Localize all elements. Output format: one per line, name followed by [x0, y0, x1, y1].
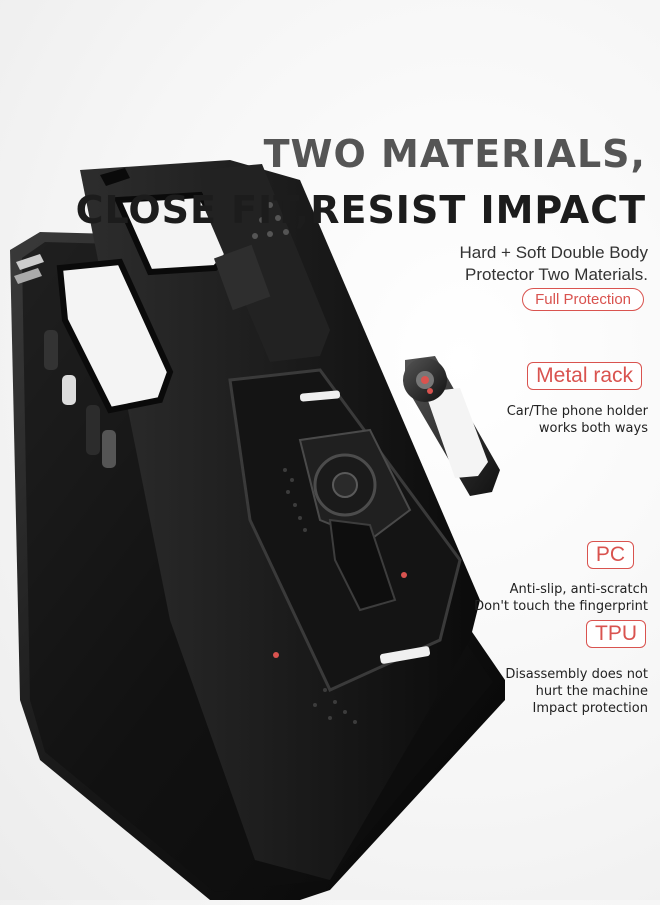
- desc-line: Disassembly does not: [505, 667, 648, 682]
- metal-rack-tag: Metal rack: [527, 362, 642, 390]
- desc-line: Car/The phone holder: [506, 404, 648, 419]
- pc-desc: Anti-slip, anti-scratch Don't touch the …: [474, 581, 648, 615]
- pc-tag: PC: [586, 541, 634, 569]
- tpu-desc: Disassembly does not hurt the machine Im…: [505, 666, 648, 717]
- desc-line: Don't touch the fingerprint: [474, 599, 648, 614]
- callout-lines: [273, 388, 645, 658]
- intro-line-2: Protector Two Materials.: [465, 265, 648, 284]
- intro-text: Hard + Soft Double Body Protector Two Ma…: [459, 242, 648, 286]
- desc-line: hurt the machine: [535, 684, 648, 699]
- intro-line-1: Hard + Soft Double Body: [459, 243, 648, 262]
- pc-inner-shell: [56, 160, 480, 880]
- metal-rack-desc: Car/The phone holder works both ways: [507, 403, 648, 437]
- headline-line-2: CLOSE FIT,RESIST IMPACT: [75, 188, 646, 232]
- desc-line: Anti-slip, anti-scratch: [509, 582, 648, 597]
- tpu-tag: TPU: [586, 620, 646, 648]
- camera-slide-cover: [100, 164, 330, 362]
- headline-line-1: TWO MATERIALS,: [263, 132, 646, 176]
- full-protection-badge: Full Protection: [522, 288, 644, 311]
- desc-line: Impact protection: [532, 701, 648, 716]
- desc-line: works both ways: [538, 421, 648, 436]
